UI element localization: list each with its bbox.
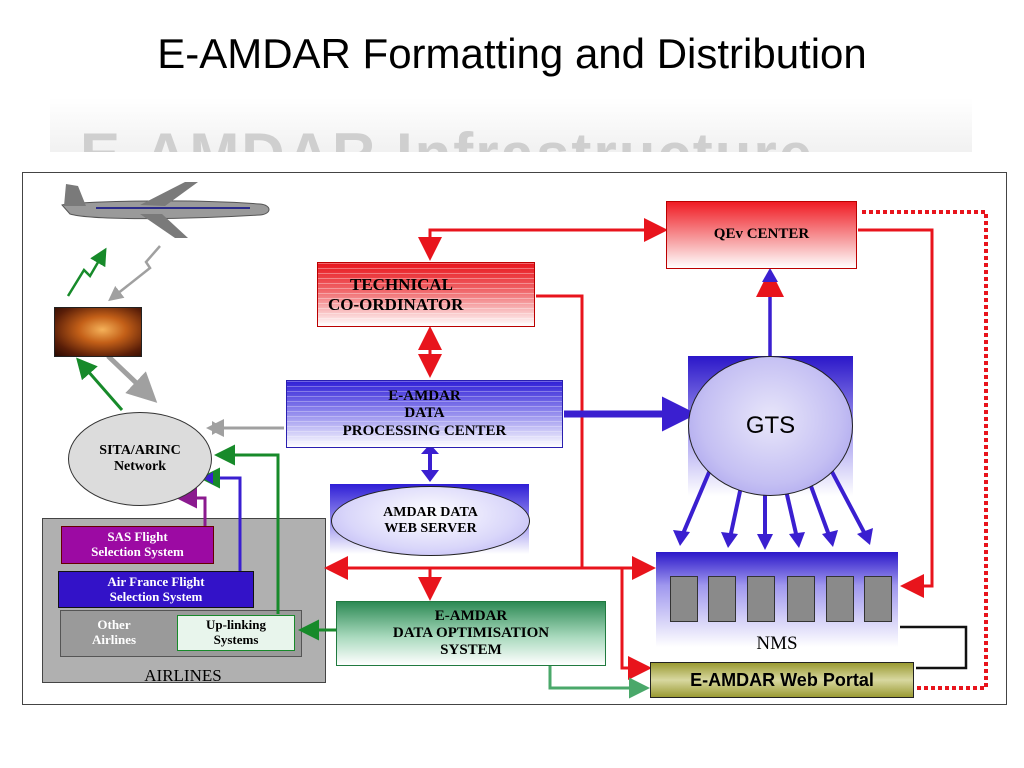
qev-center-box: QEv CENTER (666, 201, 857, 269)
radio-wave-down (108, 245, 161, 302)
dotted-qev-portal (862, 210, 988, 690)
airplane-icon (61, 182, 270, 238)
connector-nms-portal (900, 625, 968, 670)
optimisation-label-3: SYSTEM (440, 642, 502, 659)
processing-label-3: PROCESSING CENTER (342, 422, 507, 439)
sita-arinc-network: SITA/ARINC Network (68, 412, 212, 506)
radio-wave-up (66, 247, 107, 297)
web-server-label-1: AMDAR DATA (383, 504, 478, 520)
arrow-technical-qev (428, 218, 668, 248)
sas-label-2: Selection System (91, 544, 184, 559)
nms-label: NMS (756, 633, 798, 654)
processing-label-2: DATA (404, 405, 445, 422)
connector-qev-nms (858, 228, 934, 598)
sita-label-2: Network (113, 459, 167, 474)
processing-label-1: E-AMDAR (388, 388, 461, 405)
airlines-label: AIRLINES (144, 666, 222, 685)
banner-text: E-AMDAR Infrastructure (80, 120, 814, 152)
processing-center-box: E-AMDAR DATA PROCESSING CENTER (286, 380, 563, 448)
page-title: E-AMDAR Formatting and Distribution (157, 30, 867, 77)
optimisation-system-box: E-AMDAR DATA OPTIMISATION SYSTEM (336, 601, 606, 666)
web-server-label-2: WEB SERVER (384, 521, 477, 536)
web-portal-label: E-AMDAR Web Portal (690, 669, 874, 690)
sita-label-1: SITA/ARINC (99, 442, 181, 458)
uplinking-systems-box: Up-linking Systems (177, 615, 295, 651)
arrow-dish-sita (106, 354, 158, 403)
uplink-label-2: Systems (213, 632, 259, 647)
faded-banner: E-AMDAR Infrastructure (50, 98, 972, 152)
airfrance-label-1: Air France Flight (107, 573, 205, 589)
other-label-2: Airlines (91, 632, 137, 647)
arrow-sita-dish (76, 357, 124, 411)
other-label-1: Other (97, 617, 131, 633)
technical-coordinator-box: TECHNICAL CO-ORDINATOR (317, 262, 535, 327)
arrow-uplink-sita (214, 444, 280, 614)
arrow-sas-sita (176, 487, 207, 528)
arrow-airfrance-sita (199, 467, 242, 572)
airfrance-label-2: Selection System (109, 588, 203, 604)
optimisation-label-2: DATA OPTIMISATION (392, 624, 550, 641)
air-france-flight-box: Air France Flight Selection System (58, 571, 254, 608)
gts-fan-heads (673, 528, 873, 550)
nms-terminal (747, 576, 775, 622)
other-airlines-label: Other Airlines (64, 614, 164, 652)
gts-ellipse: GTS (688, 356, 853, 496)
nms-terminal (708, 576, 736, 622)
technical-label-2: CO-ORDINATOR (328, 294, 464, 314)
satellite-dish-icon (54, 307, 142, 357)
qev-center-label: QEv CENTER (713, 226, 810, 243)
web-portal-box: E-AMDAR Web Portal (650, 662, 914, 698)
uplink-label-1: Up-linking (206, 617, 266, 633)
gts-label: GTS (745, 412, 796, 439)
optimisation-label-1: E-AMDAR (434, 607, 508, 624)
web-server-ellipse: AMDAR DATA WEB SERVER (331, 486, 530, 556)
nms-terminal (787, 576, 815, 622)
technical-label-1: TECHNICAL (350, 274, 453, 294)
sas-label-1: SAS Flight (107, 529, 168, 545)
sas-flight-box: SAS Flight Selection System (61, 526, 214, 564)
nms-terminal (670, 576, 698, 622)
arrow-optimisation-portal (548, 666, 650, 699)
nms-terminal (826, 576, 854, 622)
nms-terminal (864, 576, 892, 622)
